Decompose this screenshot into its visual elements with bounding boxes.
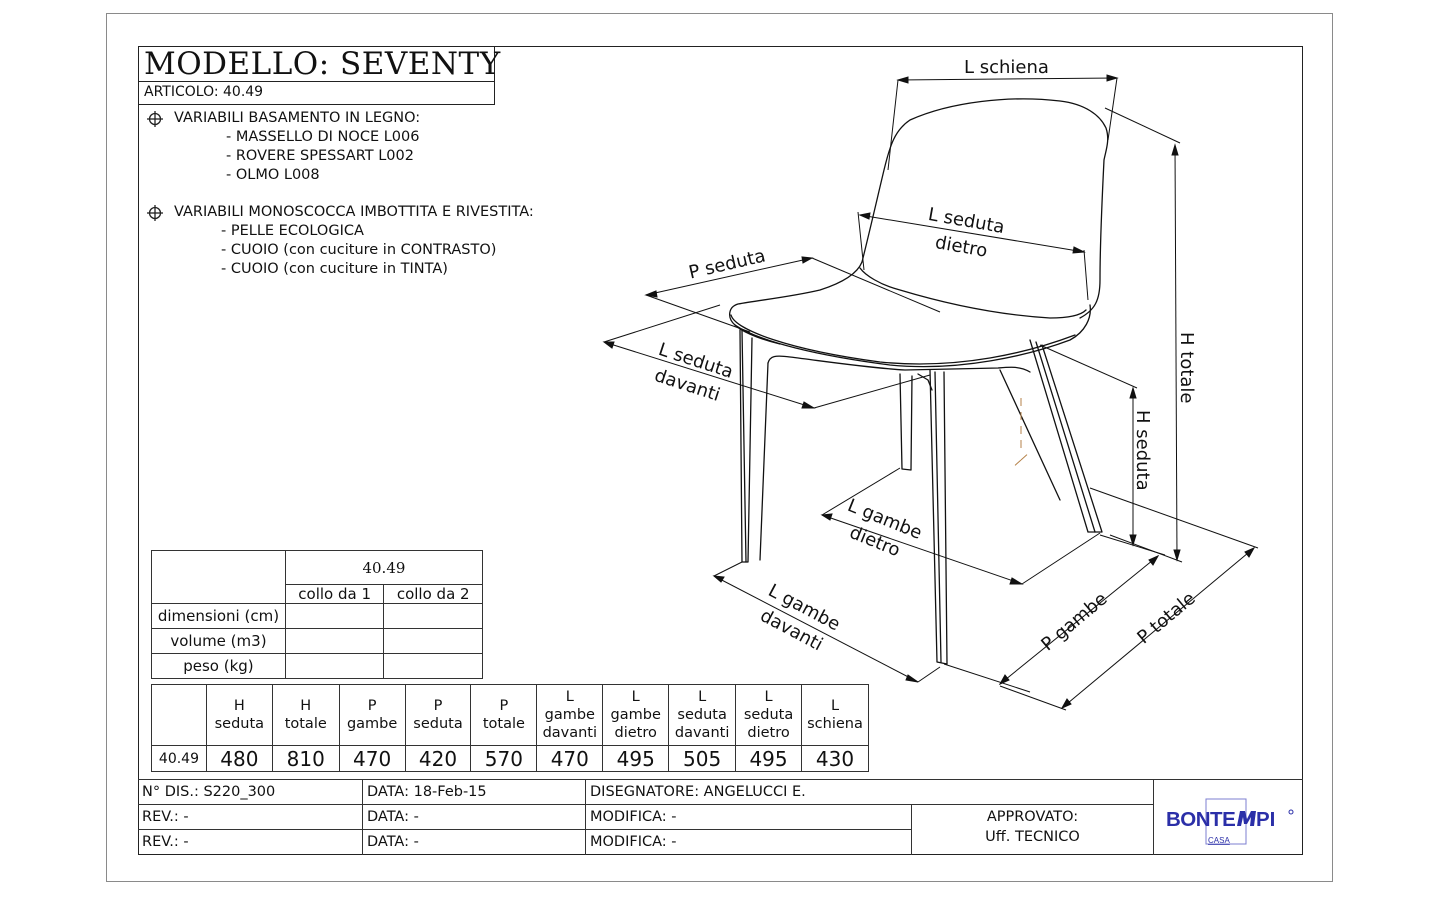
revision-2-date: DATA: -	[367, 834, 419, 850]
shell-variant-item: - CUOIO (con cuciture in TINTA)	[221, 261, 448, 277]
packaging-code: 40.49	[284, 550, 484, 585]
value-l-seduta-dietro: 495	[735, 745, 802, 772]
base-variants-title: VARIABILI BASAMENTO IN LEGNO:	[174, 110, 421, 126]
value-h-seduta: 480	[205, 745, 273, 772]
packaging-cell	[383, 603, 483, 629]
title-block: N° DIS.: S220_300 DATA: 18-Feb-15 DISEGN…	[138, 779, 1303, 855]
row-code: 40.49	[151, 745, 207, 772]
packaging-cell	[383, 628, 483, 654]
drawing-date: DATA: 18-Feb-15	[367, 784, 487, 800]
label-h-totale: H totale	[1176, 332, 1197, 404]
revision-1-modification: MODIFICA: -	[590, 809, 677, 825]
packaging-cell	[284, 628, 385, 654]
value-h-totale: 810	[271, 745, 340, 772]
dimensions-corner-cell	[151, 684, 207, 746]
value-l-gambe-davanti: 470	[536, 745, 604, 772]
value-p-totale: 570	[470, 745, 538, 772]
value-l-seduta-davanti: 505	[668, 745, 737, 772]
revision-1: REV.: -	[142, 809, 189, 825]
value-p-seduta: 420	[404, 745, 472, 772]
value-l-gambe-dietro: 495	[602, 745, 670, 772]
approval: APPROVATO: Uff. TECNICO	[912, 807, 1153, 847]
chair-drawing-svg	[602, 74, 1259, 711]
table-row: 40.49 480 810 470 420 570 470 495 505 49…	[151, 745, 869, 772]
label-h-seduta: H seduta	[1132, 410, 1153, 491]
chair-technical-drawing: L schiena L seduta dietro P seduta L sed…	[590, 50, 1290, 770]
model-title: MODELLO: SEVENTY	[139, 47, 500, 82]
packaging-cell	[383, 653, 483, 679]
shell-variant-item: - CUOIO (con cuciture in CONTRASTO)	[221, 242, 497, 258]
article-number: ARTICOLO: 40.49	[144, 84, 264, 100]
base-variants: VARIABILI BASAMENTO IN LEGNO: - MASSELLO…	[146, 109, 420, 185]
shell-variant-item: - PELLE ECOLOGICA	[221, 223, 364, 239]
revision-2: REV.: -	[142, 834, 189, 850]
shell-variants: VARIABILI MONOSCOCCA IMBOTTITA E RIVESTI…	[146, 203, 534, 279]
packaging-row-label: dimensioni (cm)	[151, 603, 286, 629]
base-variant-item: - MASSELLO DI NOCE L006	[226, 129, 420, 145]
approved-by: Uff. TECNICO	[985, 829, 1080, 845]
packaging-cell	[284, 603, 385, 629]
base-variant-item: - ROVERE SPESSART L002	[226, 148, 414, 164]
svg-text:CASA: CASA	[1208, 836, 1230, 845]
packaging-corner-cell	[151, 550, 286, 604]
crosshair-target-icon	[147, 204, 163, 221]
sheet-inner-frame	[138, 46, 1303, 855]
bontempi-logo: BONTE PI CASA	[1166, 797, 1296, 847]
title-box: MODELLO: SEVENTY ARTICOLO: 40.49	[138, 46, 500, 105]
svg-text:PI: PI	[1256, 808, 1275, 831]
svg-text:BONTE: BONTE	[1166, 808, 1235, 831]
approved-label: APPROVATO:	[986, 809, 1079, 825]
packaging-table: 40.49 collo da 1 collo da 2 dimensioni (…	[151, 550, 484, 679]
sheet-outer-frame	[106, 13, 1333, 882]
revision-2-modification: MODIFICA: -	[590, 834, 677, 850]
drawing-number: N° DIS.: S220_300	[142, 784, 276, 800]
value-p-gambe: 470	[338, 745, 406, 772]
label-l-schiena: L schiena	[964, 57, 1049, 78]
revision-1-date: DATA: -	[367, 809, 419, 825]
packaging-column-header: collo da 2	[383, 584, 483, 604]
packaging-row-label: peso (kg)	[151, 653, 286, 679]
packaging-column-header: collo da 1	[284, 584, 385, 604]
base-variant-item: - OLMO L008	[226, 167, 320, 183]
shell-variants-title: VARIABILI MONOSCOCCA IMBOTTITA E RIVESTI…	[174, 204, 534, 220]
packaging-cell	[284, 653, 385, 679]
crosshair-target-icon	[147, 110, 163, 127]
packaging-row-label: volume (m3)	[151, 628, 286, 654]
value-l-schiena: 430	[801, 745, 869, 772]
designer: DISEGNATORE: ANGELUCCI E.	[590, 784, 806, 800]
